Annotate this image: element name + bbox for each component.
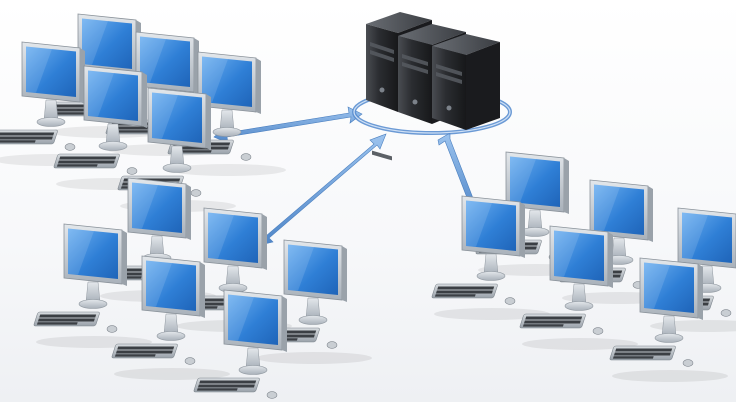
link-arrow-bottom-left	[255, 133, 387, 247]
server-group	[352, 12, 512, 161]
link-arrow-top-left	[213, 106, 363, 144]
workstation	[32, 223, 153, 349]
workstation-cluster-bottom-left	[32, 177, 373, 402]
server-tower-3	[432, 34, 500, 130]
workstation-cluster-right	[430, 151, 736, 383]
